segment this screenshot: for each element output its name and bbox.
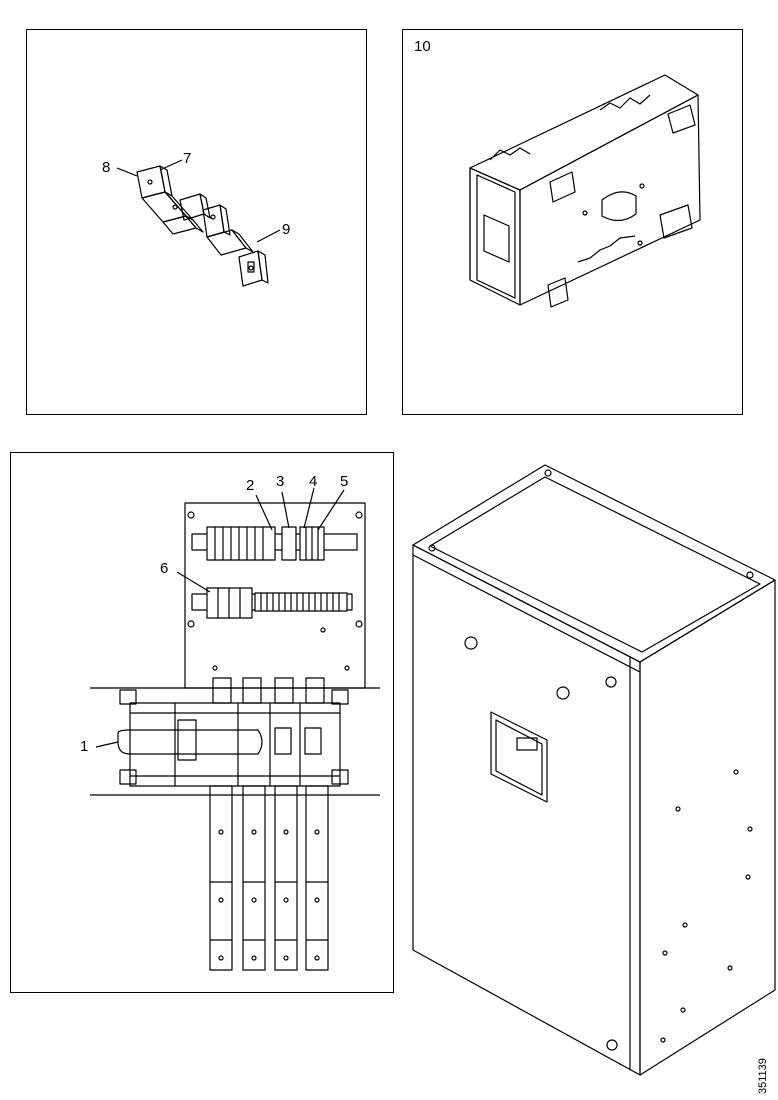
switch-leaders	[95, 487, 345, 748]
leader-5	[317, 489, 345, 531]
cover-part-drawing	[469, 74, 701, 308]
callout-3: 3	[276, 473, 285, 490]
leader-1	[95, 741, 119, 748]
leader-7	[159, 159, 183, 171]
panel-bracket	[26, 29, 367, 415]
callout-10: 10	[414, 38, 431, 55]
panel-cover	[402, 29, 743, 415]
callout-2: 2	[246, 477, 255, 494]
leader-3	[281, 491, 290, 529]
nameplate	[490, 711, 548, 803]
leader-9	[256, 229, 281, 243]
leader-6	[176, 571, 211, 593]
din-rail-top	[191, 526, 358, 561]
callout-6: 6	[160, 560, 169, 577]
callout-4: 4	[309, 473, 318, 490]
leader-2	[255, 494, 273, 531]
busbars	[209, 785, 329, 971]
switch-body	[90, 677, 380, 796]
leader-8	[116, 167, 138, 177]
reference-number: 351139	[757, 1058, 769, 1094]
callout-7: 7	[183, 150, 192, 167]
switch-handle	[117, 729, 263, 755]
panel-switch	[10, 452, 394, 993]
enclosure-drawing	[412, 464, 776, 1076]
callout-1: 1	[80, 738, 89, 755]
callout-8: 8	[102, 159, 111, 176]
leader-4	[303, 487, 315, 529]
callout-5: 5	[340, 473, 349, 490]
bracket-part-drawing	[116, 159, 281, 287]
din-rail-bottom	[191, 587, 353, 619]
callout-9: 9	[282, 221, 291, 238]
